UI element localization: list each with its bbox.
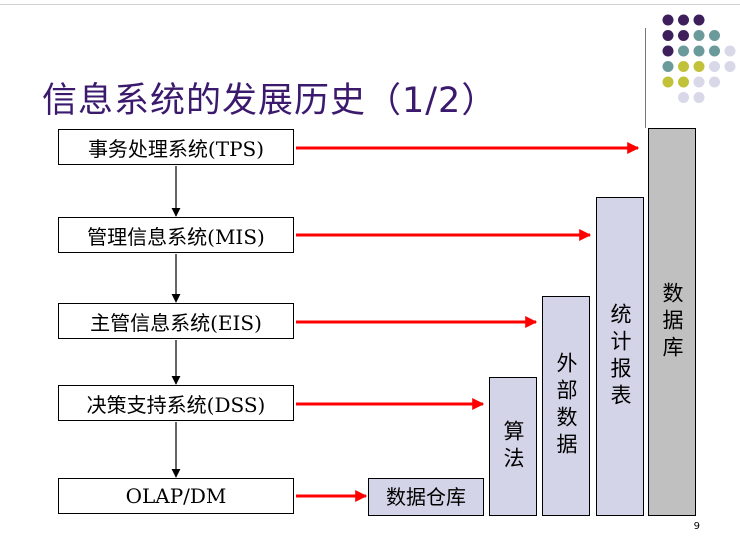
column-database: 数据库 bbox=[648, 128, 696, 516]
decoration-dot bbox=[724, 61, 736, 72]
decoration-dot bbox=[724, 45, 736, 57]
decoration-dot bbox=[693, 30, 705, 41]
decoration-dot bbox=[709, 61, 720, 72]
column-external-data: 外部数据 bbox=[542, 296, 590, 516]
system-box-eis: 主管信息系统(EIS) bbox=[58, 303, 294, 339]
decoration-dot bbox=[693, 76, 705, 88]
decoration-dot bbox=[662, 30, 674, 41]
column-algorithm: 算法 bbox=[489, 377, 537, 516]
decoration-dot bbox=[678, 92, 689, 103]
decoration-dot bbox=[662, 61, 674, 72]
decoration-dot bbox=[709, 30, 720, 41]
system-box-olap-dm: OLAP/DM bbox=[58, 478, 294, 514]
decoration-dot bbox=[693, 14, 705, 26]
column-label: 算法 bbox=[501, 419, 525, 474]
decoration-dot bbox=[678, 45, 689, 57]
column-statistical-reports: 统计报表 bbox=[596, 197, 644, 516]
decoration-dot bbox=[678, 30, 689, 41]
decoration-dot bbox=[693, 92, 705, 103]
decoration-dot bbox=[678, 76, 689, 88]
decoration-dot bbox=[678, 14, 689, 26]
decoration-dot bbox=[678, 61, 689, 72]
decoration-dot bbox=[662, 14, 674, 26]
dot-grid-decoration bbox=[662, 14, 736, 103]
top-divider bbox=[0, 4, 740, 5]
decoration-dot bbox=[709, 45, 720, 57]
decoration-dot bbox=[662, 45, 674, 57]
decoration-dot bbox=[693, 61, 705, 72]
page-number: 9 bbox=[693, 521, 700, 532]
decoration-dot bbox=[709, 76, 720, 88]
column-data-warehouse: 数据仓库 bbox=[368, 478, 484, 516]
column-label: 数据仓库 bbox=[386, 485, 466, 509]
column-label: 统计报表 bbox=[608, 302, 632, 411]
system-box-tps: 事务处理系统(TPS) bbox=[58, 129, 294, 165]
column-label: 数据库 bbox=[660, 281, 684, 363]
system-box-mis: 管理信息系统(MIS) bbox=[58, 217, 294, 253]
column-label: 外部数据 bbox=[554, 352, 578, 460]
system-box-dss: 决策支持系统(DSS) bbox=[58, 385, 294, 421]
slide-title: 信息系统的发展历史（1/2） bbox=[42, 81, 498, 121]
decoration-vertical-line bbox=[645, 28, 646, 128]
decoration-dot bbox=[693, 45, 705, 57]
decoration-dot bbox=[662, 76, 674, 88]
